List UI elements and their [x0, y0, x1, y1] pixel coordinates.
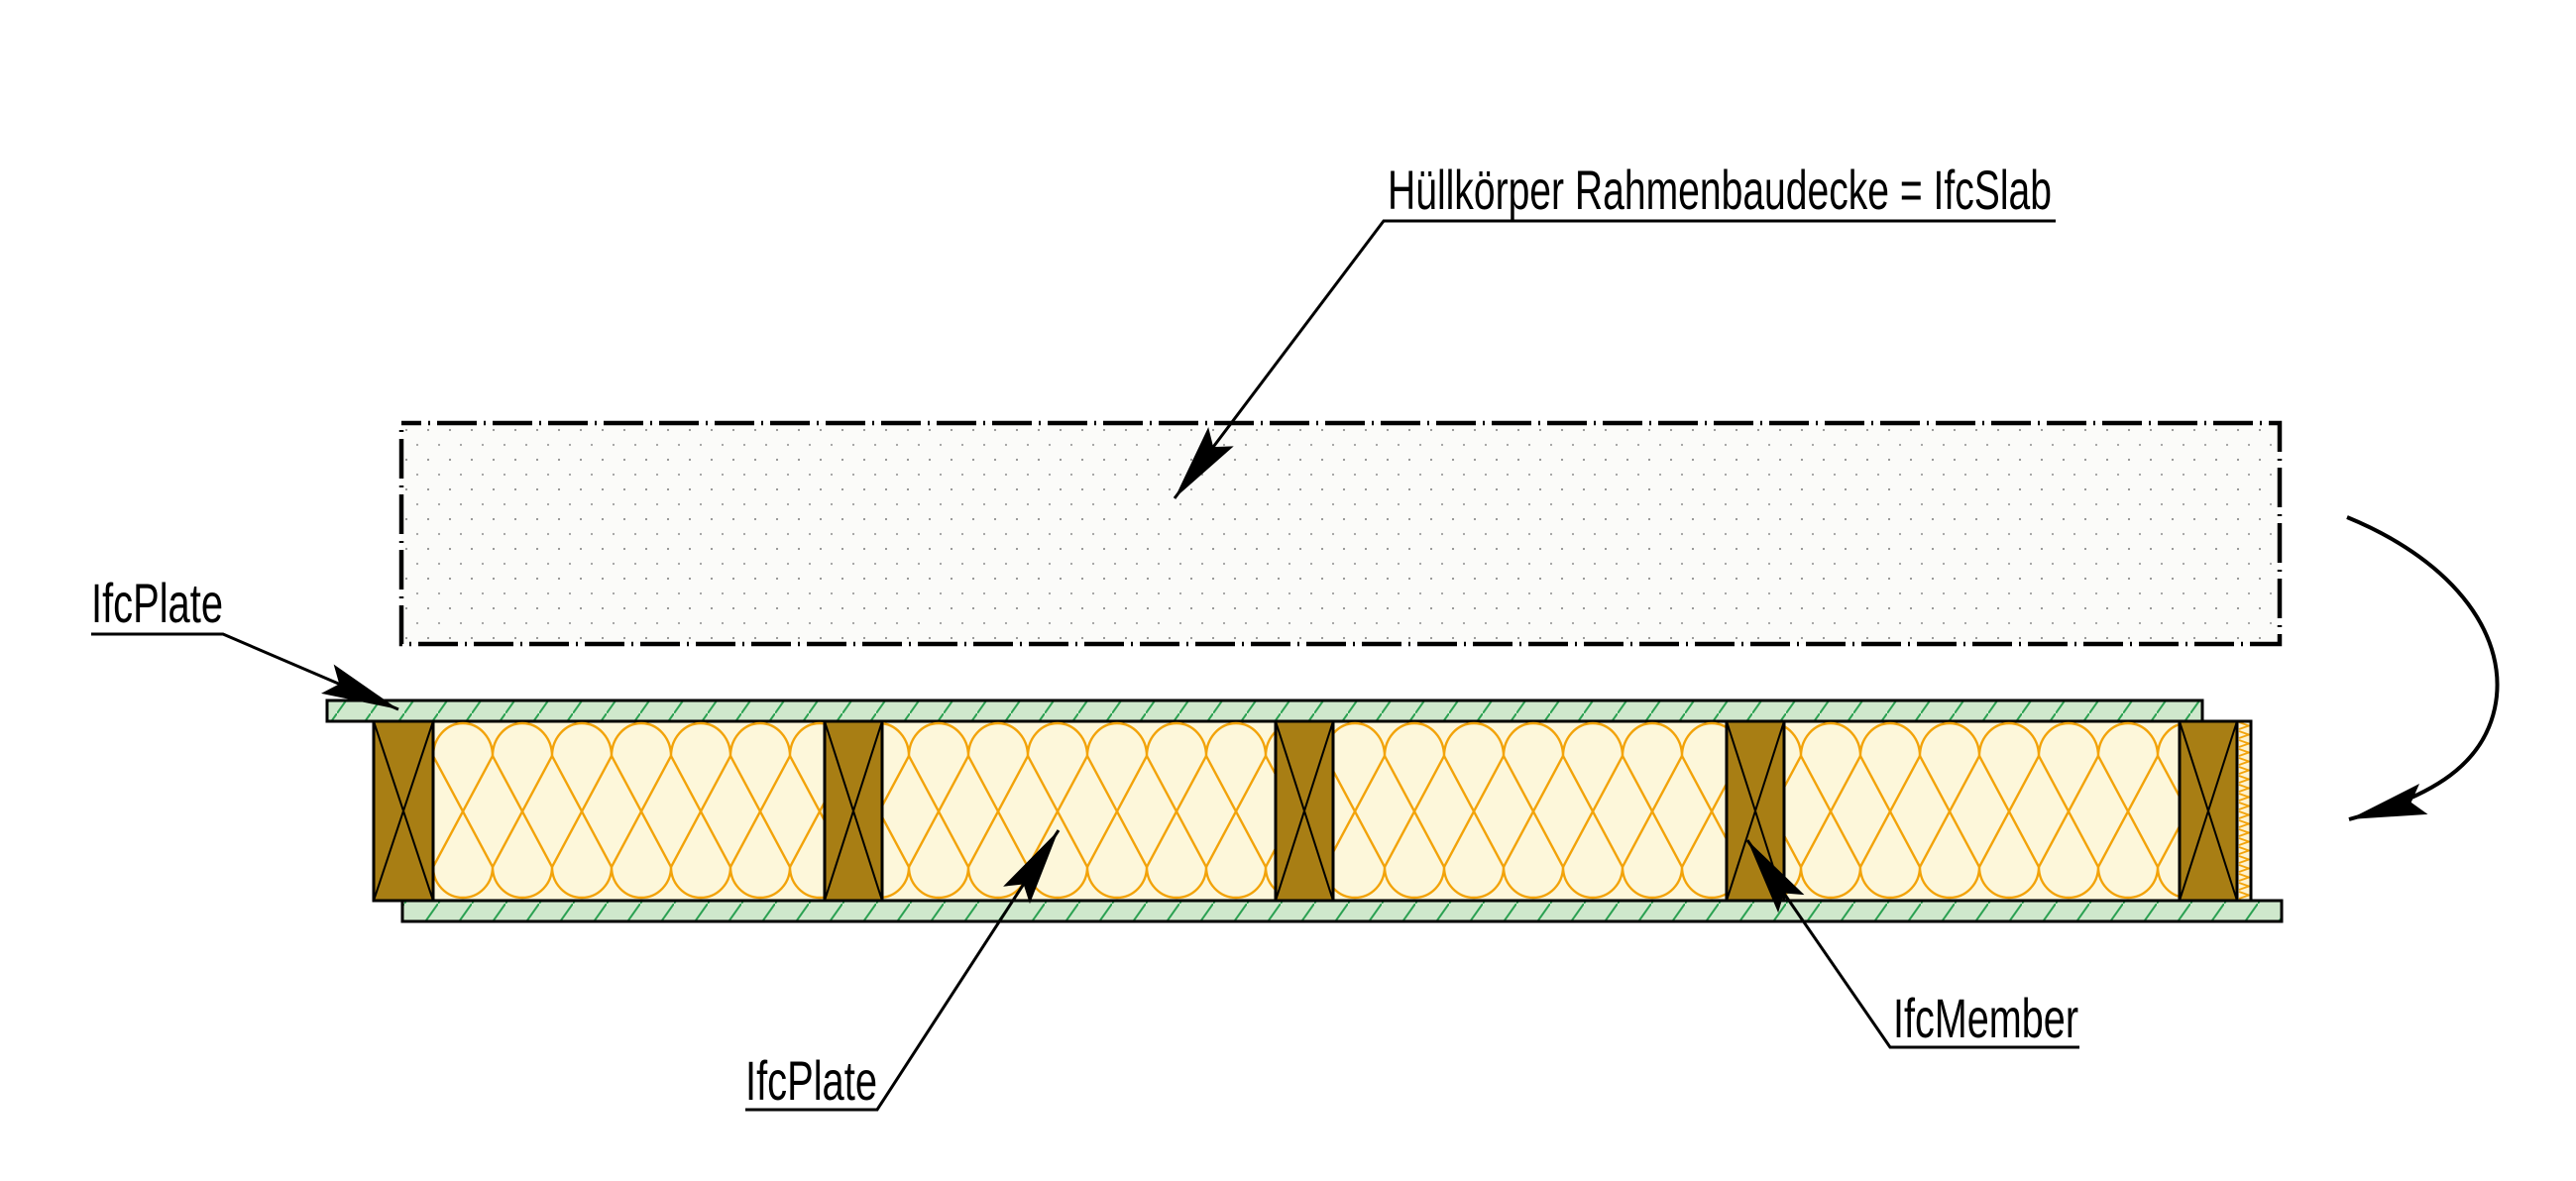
hull-body-box	[398, 420, 2283, 647]
plate-top-label: IfcPlate	[91, 572, 223, 634]
member	[372, 719, 435, 903]
member	[1725, 719, 1786, 903]
hull-body-label: Hüllkörper Rahmenbaudecke = IfcSlab	[1388, 159, 2052, 221]
edge-strip	[2235, 719, 2253, 903]
member	[1274, 719, 1335, 903]
hull-body-dashed-border	[398, 420, 2283, 647]
member	[2178, 719, 2239, 903]
bottom-plate	[400, 899, 2284, 923]
frame-floor-section	[325, 698, 2284, 923]
top-plate	[325, 698, 2204, 723]
insulation-bays	[431, 719, 2182, 903]
hull-body-dotted-fill	[401, 423, 2280, 644]
member	[823, 719, 884, 903]
plate-bottom-label: IfcPlate	[745, 1049, 877, 1112]
leader-plate-top	[91, 632, 399, 711]
leaders	[91, 219, 2079, 1112]
leader-plate-bottom	[745, 829, 1061, 1112]
curved-arrow	[2346, 515, 2500, 821]
member-label: IfcMember	[1893, 987, 2078, 1049]
leader-member	[1745, 839, 2079, 1049]
leader-hull-body	[1173, 219, 2056, 499]
